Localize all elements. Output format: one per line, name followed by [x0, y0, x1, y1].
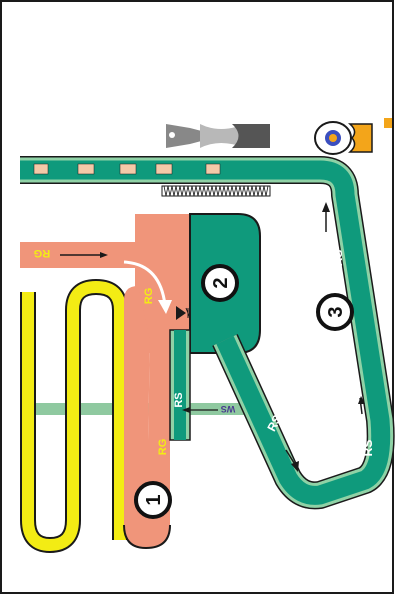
rs-vertical-pipe	[169, 329, 191, 441]
bowtie-icon	[166, 124, 270, 148]
top-conduit-blocks	[33, 163, 221, 175]
marker-3: 3	[316, 293, 354, 331]
marker-2-text: 2	[210, 277, 232, 288]
label-rg-curve: RG	[143, 288, 155, 305]
valve-icon	[176, 306, 191, 320]
label-rs-bottom-right: RS	[361, 440, 375, 457]
marker-1-text: 1	[143, 494, 165, 505]
marker-2: 2	[201, 264, 239, 302]
burner-icon	[314, 118, 392, 155]
label-ws: WS	[221, 404, 236, 414]
marker-1: 1	[134, 481, 172, 519]
label-rg-left: RG	[34, 247, 51, 259]
yellow-serpentine-tube	[20, 279, 128, 553]
marker-3-text: 3	[325, 306, 347, 317]
label-rg-lower: RG	[157, 439, 169, 456]
label-rs-diagonal: RS	[264, 412, 284, 433]
label-rs-vertical: RS	[173, 392, 185, 407]
rs-loop-conduit	[20, 156, 395, 510]
flow-arrows	[60, 202, 365, 472]
label-rs-top-right: RS	[331, 250, 345, 267]
spring-icon	[161, 185, 271, 197]
